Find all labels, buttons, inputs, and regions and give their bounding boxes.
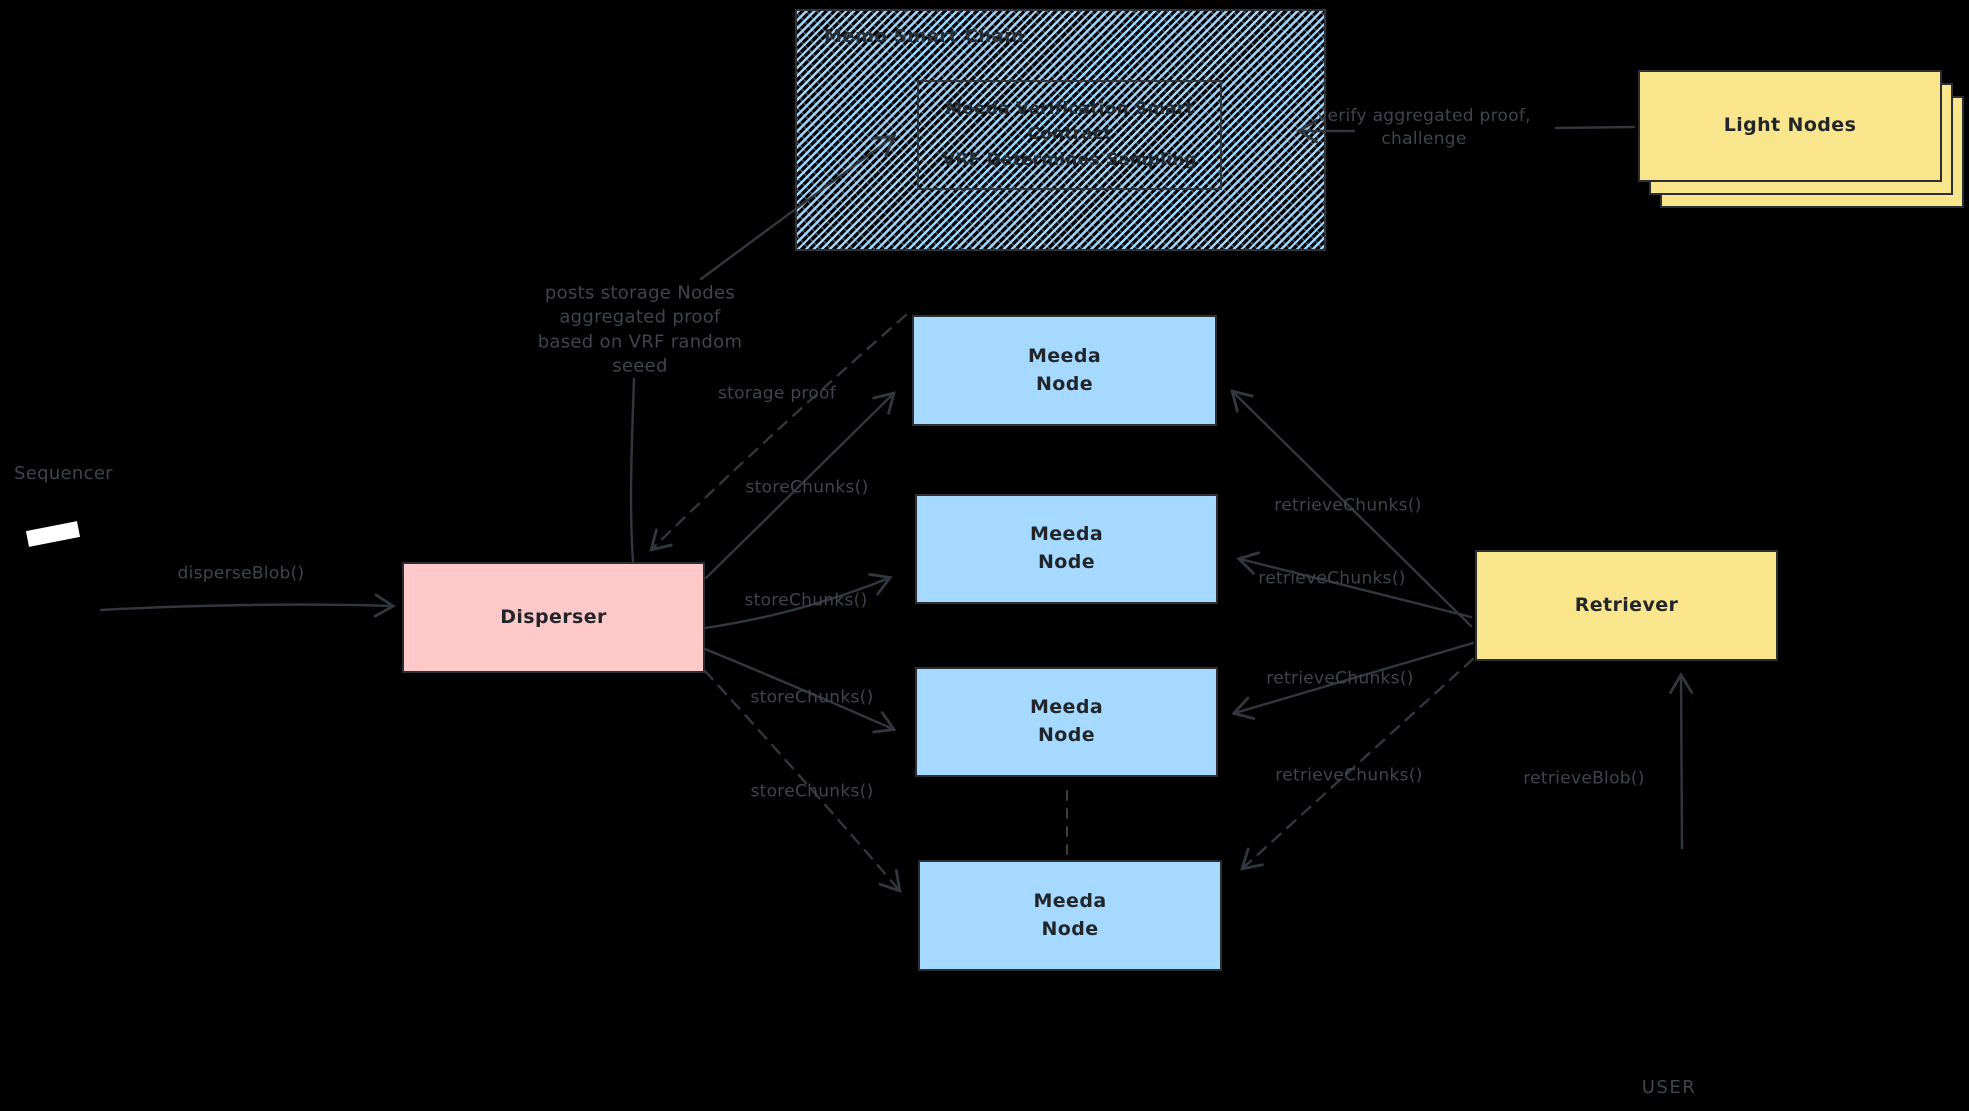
memo-smart-chain-title: Memo Smart Chain: [824, 26, 1025, 47]
light-nodes-box: Light Nodes: [1638, 70, 1942, 182]
edge-verify-right: [1554, 125, 1636, 130]
disperser-label: Disperser: [500, 605, 607, 628]
retrieve-chunks-label-3: retrieveChunks(): [1266, 668, 1414, 689]
disperse-blob-label: disperseBlob(): [177, 563, 305, 584]
store-chunks-label-2: storeChunks(): [744, 590, 868, 611]
meeda-node-label: Meeda Node: [1027, 344, 1102, 395]
retrieve-chunks-label-1: retrieveChunks(): [1274, 495, 1422, 516]
storage-proof-label: storage proof: [717, 383, 837, 404]
store-chunks-label-4: storeChunks(): [750, 781, 874, 802]
meeda-node-box-3: Meeda Node: [915, 667, 1218, 777]
meeda-node-label: Meeda Node: [1033, 889, 1107, 940]
user-label: USER: [1641, 1076, 1697, 1098]
edge-disperse-blob: [99, 593, 396, 618]
memo-smart-chain-box: Memo Smart Chain Meeda Verification Smar…: [795, 9, 1326, 251]
meeda-node-box-1: Meeda Node: [912, 315, 1217, 426]
posts-proof-label: posts storage Nodes aggregated proof bas…: [537, 282, 743, 377]
edge-posts-proof-lower: [629, 377, 636, 564]
retriever-box: Retriever: [1475, 550, 1778, 661]
retrieve-chunks-label-4: retrieveChunks(): [1275, 765, 1423, 786]
light-nodes-label: Light Nodes: [1723, 114, 1857, 137]
retrieve-chunks-label-2: retrieveChunks(): [1258, 568, 1406, 589]
store-chunks-label-3: storeChunks(): [750, 687, 874, 708]
meeda-node-label: Meeda Node: [1029, 523, 1104, 573]
retrieve-blob-label: retrieveBlob(): [1523, 768, 1645, 789]
retriever-label: Retriever: [1574, 593, 1679, 616]
meeda-node-label: Meeda Node: [1029, 696, 1104, 746]
meeda-node-box-2: Meeda Node: [915, 494, 1218, 604]
sequencer-label: Sequencer: [14, 462, 113, 484]
store-chunks-label-1: storeChunks(): [745, 477, 869, 498]
disperser-box: Disperser: [402, 562, 705, 673]
meeda-node-box-4: Meeda Node: [918, 860, 1222, 971]
verify-proof-label: verify aggregated proof, challenge: [1317, 106, 1531, 149]
verification-contract-box: Meeda Verification Smart Contract VRF De…: [917, 80, 1222, 190]
sequencer-icon: [25, 521, 81, 547]
edge-retrieve-blob: [1669, 672, 1694, 850]
verification-contract-label: Meeda Verification Smart Contract VRF De…: [942, 98, 1197, 170]
